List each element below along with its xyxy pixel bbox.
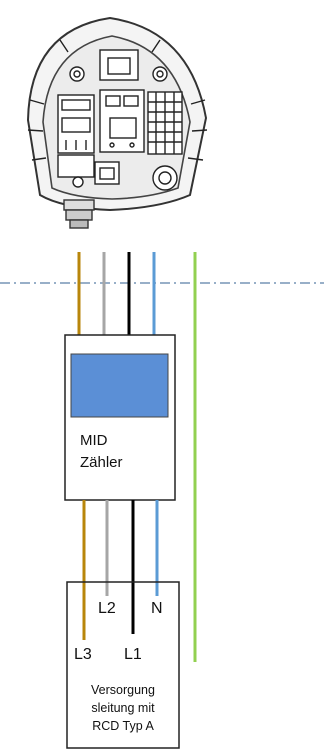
- supply-description: Versorgung sleitung mit RCD Typ A: [65, 681, 181, 735]
- supply-text-line1: Versorgung: [91, 683, 155, 697]
- label-l2: L2: [98, 600, 116, 617]
- supply-text-line2: sleitung mit: [91, 701, 155, 715]
- label-l3: L3: [74, 646, 92, 663]
- supply-box: [66, 581, 180, 749]
- label-n: N: [151, 600, 163, 617]
- meter-label-zaehler: Zähler: [80, 454, 123, 471]
- label-l1: L1: [124, 646, 142, 663]
- meter-display: [70, 353, 169, 418]
- ev-charger-wallbox-icon: [26, 16, 208, 229]
- supply-text-line3: RCD Typ A: [92, 719, 154, 733]
- meter-label-mid: MID: [80, 432, 108, 449]
